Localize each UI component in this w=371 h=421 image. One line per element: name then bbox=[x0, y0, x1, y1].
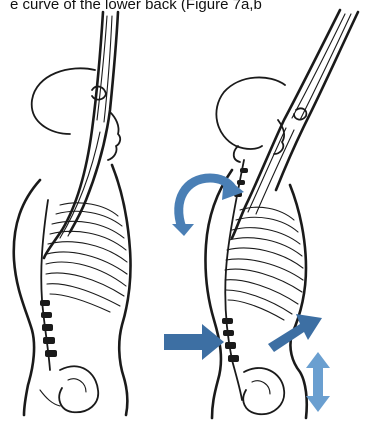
figure-b bbox=[205, 10, 358, 418]
double-vertical-arrow bbox=[306, 352, 330, 412]
figure-a bbox=[14, 12, 131, 415]
push-arrow bbox=[164, 324, 224, 360]
abdomen-arrow bbox=[268, 314, 322, 352]
